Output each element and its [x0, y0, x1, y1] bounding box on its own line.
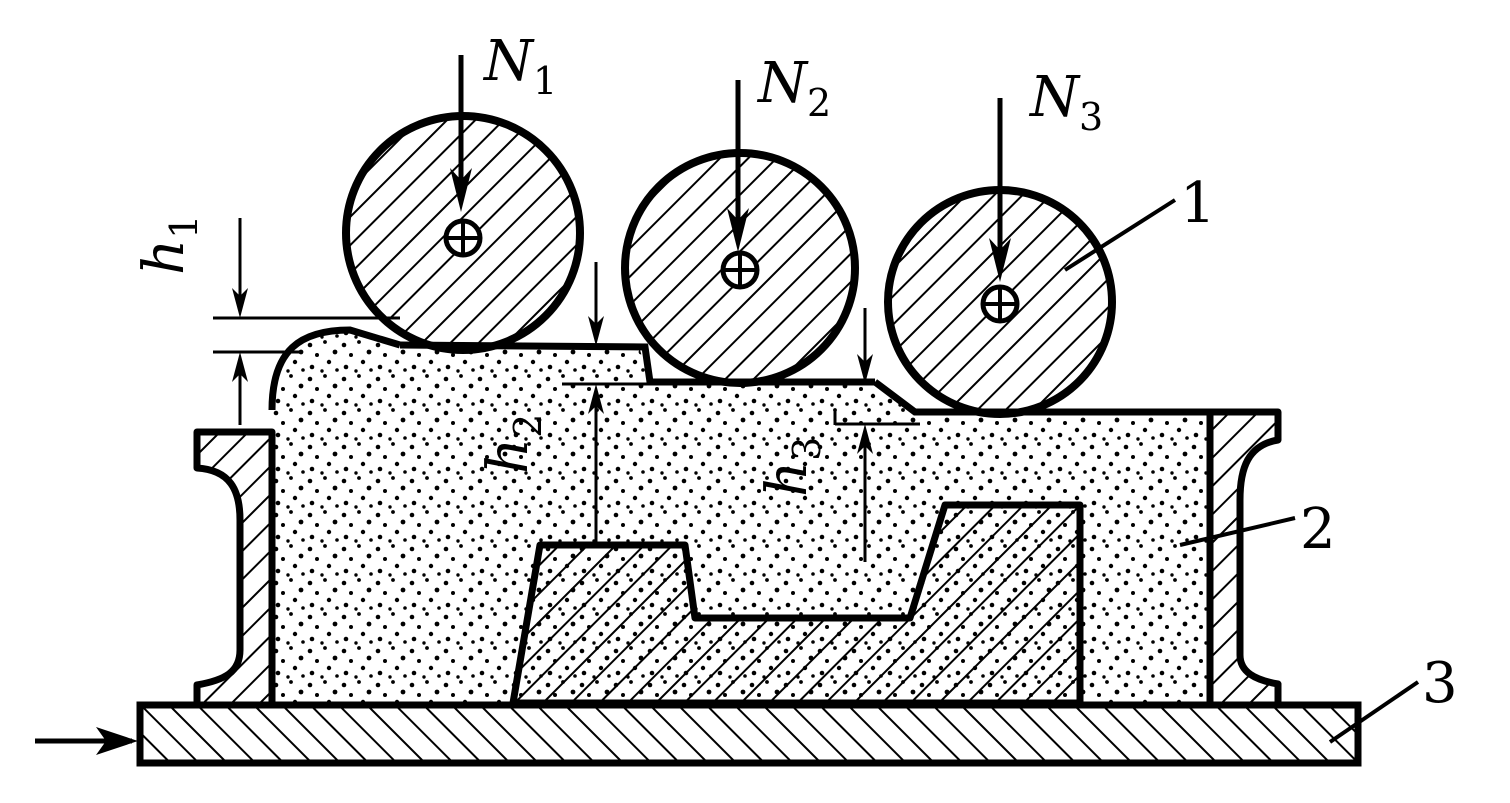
flask-left-wall — [193, 428, 276, 709]
part-label-1: 1 — [1180, 171, 1216, 236]
part-label-3: 3 — [1422, 651, 1458, 716]
part-label-2: 2 — [1300, 497, 1336, 562]
roller-2 — [621, 149, 859, 387]
force-arrow-n1 — [450, 55, 472, 212]
leader-part-1 — [1063, 198, 1177, 272]
dimension-h1 — [213, 218, 400, 425]
base-plate — [136, 701, 1362, 767]
force-arrow-n2 — [727, 80, 749, 252]
height-label-h1: h1 — [132, 215, 206, 275]
force-arrow-n3 — [989, 98, 1011, 282]
dimension-h3 — [833, 308, 920, 562]
flask-right-wall — [1206, 408, 1282, 709]
leader-part-2 — [1179, 516, 1296, 547]
feed-arrow — [35, 727, 138, 755]
force-label-n1: N1 — [482, 29, 557, 103]
roller-1 — [342, 112, 584, 354]
height-label-h2: h2 — [476, 414, 550, 474]
force-label-n2: N2 — [756, 51, 831, 125]
leader-part-3 — [1328, 680, 1420, 744]
dimension-h2 — [562, 262, 660, 543]
casting-pattern — [509, 501, 1084, 707]
height-label-h3: h3 — [755, 437, 829, 497]
force-label-n3: N3 — [1028, 65, 1103, 139]
